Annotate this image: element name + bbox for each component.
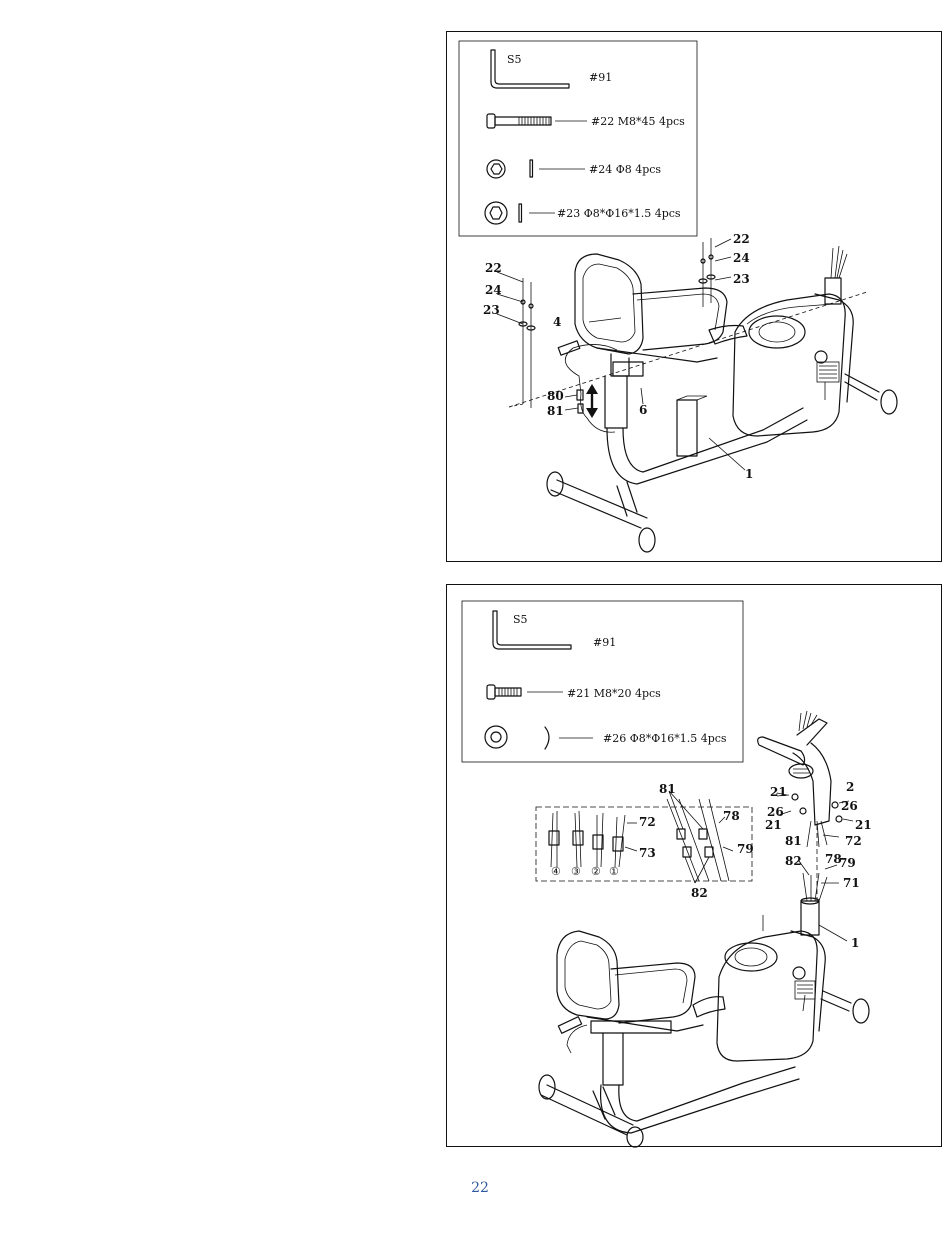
recumbent-bike-drawing (547, 246, 897, 552)
sequence-number-3: ③ (571, 865, 581, 878)
callout-72-handlebar: 72 (845, 834, 862, 848)
sequence-number-1: ① (609, 865, 619, 878)
callout-2-handlebar: 2 (846, 780, 854, 794)
callout-1-frame-2: 1 (851, 936, 859, 950)
recumbent-bike-drawing-2 (539, 861, 869, 1147)
sequence-number-4: ④ (551, 865, 561, 878)
allen-key-icon (491, 50, 569, 88)
callout-79-handlebar: 79 (839, 856, 856, 870)
flat-washer-icon (485, 202, 555, 224)
step2-diagram: S5 #91 #21 M8*20 4pcs #26 Φ8*Φ16*1.5 4pc… (447, 585, 943, 1148)
page-number: 22 (460, 1180, 500, 1196)
callout-79-inset: 79 (737, 842, 754, 856)
callout-23-left: 23 (483, 303, 500, 317)
callout-22-right: 22 (733, 232, 750, 246)
bolt-part-label-2: #21 M8*20 4pcs (567, 687, 661, 700)
sequence-number-2: ② (591, 865, 601, 878)
callout-26-b: 26 (841, 799, 858, 813)
callout-23-right: 23 (733, 272, 750, 286)
callout-81-handlebar: 81 (785, 834, 802, 848)
callout-71: 71 (843, 876, 860, 890)
tool-part-label-2: #91 (593, 636, 616, 649)
right-bolt-stack (699, 238, 731, 307)
spring-washer-label: #24 Φ8 4pcs (589, 163, 661, 176)
washer-part-label-2: #26 Φ8*Φ16*1.5 4pcs (603, 732, 727, 745)
callout-6: 6 (639, 403, 647, 417)
callout-4-seat: 4 (553, 315, 561, 329)
spring-washer-icon (487, 160, 585, 178)
callout-24-right: 24 (733, 251, 750, 265)
tool-size-label-2: S5 (513, 613, 528, 626)
allen-key-icon-2 (493, 611, 571, 649)
callout-78-inset: 78 (723, 809, 740, 823)
callout-1-frame: 1 (745, 467, 753, 481)
callout-72-inset: 72 (639, 815, 656, 829)
bolt-icon-2 (487, 685, 563, 699)
callout-22-left: 22 (485, 261, 502, 275)
callout-21-c: 21 (765, 818, 782, 832)
callout-81-inset: 81 (659, 782, 676, 796)
bolt-part-label: #22 M8*45 4pcs (591, 115, 685, 128)
callout-73-inset: 73 (639, 846, 656, 860)
callout-80: 80 (547, 389, 564, 403)
callout-24-left: 24 (485, 283, 502, 297)
callout-26-a: 26 (767, 805, 784, 819)
callout-21-b: 21 (855, 818, 872, 832)
step1-diagram: S5 #91 #22 M8*45 4pcs #24 Φ8 4pcs #23 Φ8… (447, 32, 943, 563)
assembly-step-panel-2: S5 #91 #21 M8*20 4pcs #26 Φ8*Φ16*1.5 4pc… (446, 584, 942, 1147)
curved-washer-icon (485, 726, 593, 749)
bolt-icon (487, 114, 587, 128)
callout-21-a: 21 (770, 785, 787, 799)
callout-82-inset: 82 (691, 886, 708, 900)
left-bolt-stack (497, 272, 867, 408)
callout-81: 81 (547, 404, 564, 418)
tool-size-label: S5 (507, 53, 522, 66)
flat-washer-label: #23 Φ8*Φ16*1.5 4pcs (557, 207, 681, 220)
tool-part-label: #91 (589, 71, 612, 84)
assembly-step-panel-1: S5 #91 #22 M8*45 4pcs #24 Φ8 4pcs #23 Φ8… (446, 31, 942, 562)
